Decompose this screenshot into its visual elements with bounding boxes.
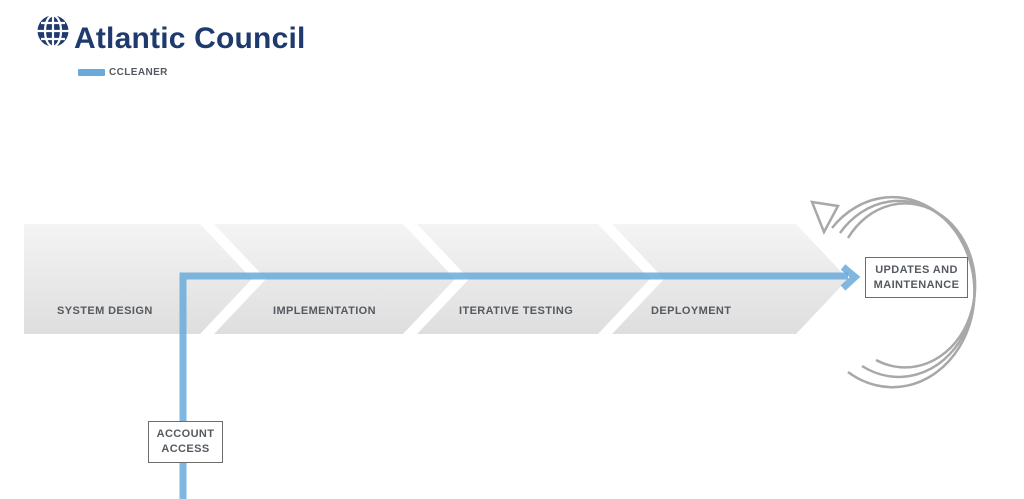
legend-swatch — [78, 69, 105, 76]
org-name: Atlantic Council — [74, 22, 306, 55]
globe-icon — [37, 14, 69, 48]
legend-label: CCLEANER — [109, 67, 168, 78]
stage-label-deployment: DEPLOYMENT — [651, 305, 732, 317]
stage-label-iterative-testing: ITERATIVE TESTING — [459, 305, 574, 317]
atlantic-council-logo: Atlantic Council — [36, 6, 306, 56]
stage-label-system-design: SYSTEM DESIGN — [57, 305, 153, 317]
stage-label-implementation: IMPLEMENTATION — [273, 305, 376, 317]
account-access-box: ACCOUNT ACCESS — [148, 421, 223, 463]
cycle-arrow — [831, 195, 977, 389]
account-access-line2: ACCESS — [161, 443, 210, 455]
updates-maintenance-line2: MAINTENANCE — [873, 278, 960, 291]
updates-maintenance-box: UPDATES AND MAINTENANCE — [865, 257, 968, 298]
cycle-arrow-head — [810, 200, 840, 235]
updates-maintenance-line1: UPDATES AND — [875, 263, 958, 276]
account-access-line1: ACCOUNT — [156, 428, 215, 440]
chevron-system-design — [24, 224, 252, 334]
ccleaner-path-arrowhead — [840, 264, 861, 291]
legend: CCLEANER — [78, 67, 168, 78]
